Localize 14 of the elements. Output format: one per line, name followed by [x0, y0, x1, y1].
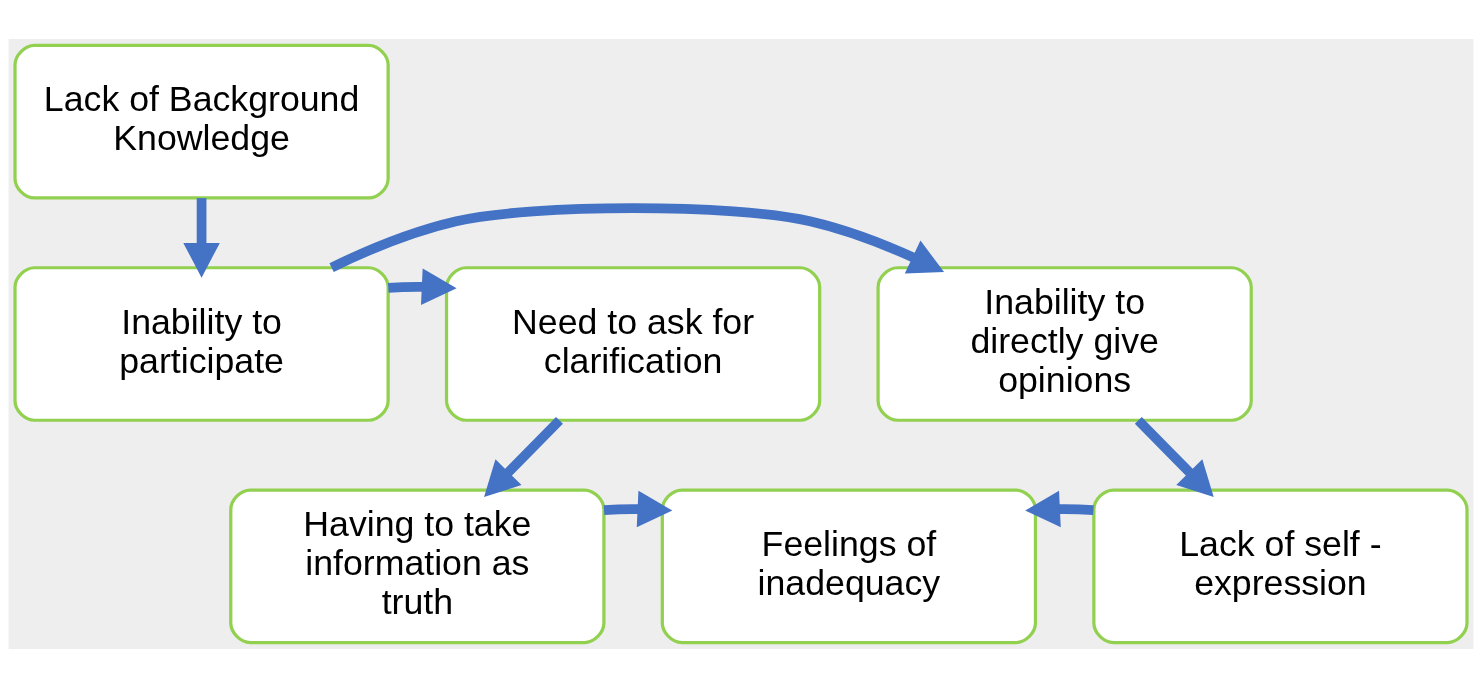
node-box: Inability to participate	[13, 265, 390, 422]
arrow	[1134, 416, 1214, 497]
arrow	[484, 416, 563, 497]
arrow	[387, 267, 457, 305]
arrow	[183, 197, 220, 278]
node-box: Inability to directly give opinions	[876, 265, 1253, 422]
node-box: Lack of self - expression	[1092, 487, 1469, 644]
node-box: Feelings of inadequacy	[660, 487, 1038, 644]
node-box: Lack of Background Knowledge	[13, 43, 390, 200]
node-box: Having to take information as truth	[229, 487, 606, 644]
arrow	[329, 202, 945, 274]
arrow	[1025, 490, 1094, 527]
arrow	[603, 490, 673, 527]
node-box: Need to ask for clarification	[444, 265, 822, 422]
